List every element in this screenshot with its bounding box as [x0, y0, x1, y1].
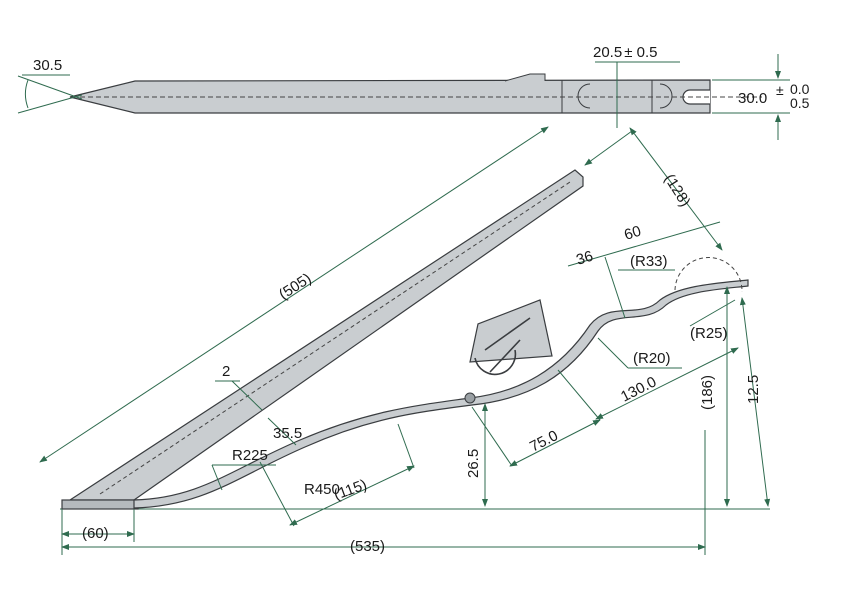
dim-2-leader: [231, 380, 263, 411]
offset-128-dim-diag: [629, 127, 723, 251]
thickness-tol-sign: ±: [776, 82, 784, 98]
top-view: 30.5 20.5± 0.5 30.0 ± 0.0 0.5: [17, 44, 810, 140]
dim-130-label: 130.0: [618, 373, 659, 405]
length-505-label: (505): [276, 270, 315, 303]
r450-label: R450: [304, 481, 340, 498]
r33-arc: [674, 257, 743, 293]
offset-128-dim: [584, 130, 633, 166]
spring-tine: [133, 279, 749, 509]
dim-36-label: 36: [574, 248, 595, 269]
dim-75-ext: [557, 369, 601, 421]
top-view-blade: [69, 79, 711, 114]
height-12-5-label: 12.5: [745, 375, 762, 404]
offset-128-label: (128): [661, 171, 694, 210]
dim-60-line: [567, 221, 721, 267]
dim-75-ext: [471, 406, 513, 467]
thickness-tol-lower: 0.5: [790, 95, 810, 111]
slot-width-label: 20.5± 0.5: [593, 44, 657, 61]
dim-60-label: 60: [622, 223, 643, 244]
dim-35-5-ext: [267, 417, 297, 446]
dim-115-ext: [397, 423, 415, 469]
r225-label: R225: [232, 447, 268, 464]
base-60-label: (60): [82, 525, 109, 542]
r25-label: (R25): [690, 325, 728, 342]
base-535-label: (535): [350, 538, 385, 555]
r225-leader: [211, 464, 223, 491]
r33-label: (R33): [630, 253, 668, 270]
tip-angle-label: 30.5: [33, 57, 62, 74]
tip-angle-arc: [24, 79, 29, 109]
bracket-bolt: [464, 392, 476, 404]
dim-75-line: [509, 419, 601, 467]
top-view-inner-curve: [577, 83, 591, 109]
r20-leader: [597, 337, 629, 369]
top-view-pin: [504, 73, 546, 82]
dim-35-5-label: 35.5: [273, 425, 302, 442]
dim-26-5-label: 26.5: [465, 449, 482, 478]
dim-2-label: 2: [222, 363, 230, 380]
tip-angle-line: [17, 94, 83, 114]
r450-leader: [259, 461, 295, 527]
top-view-inner-curve: [659, 83, 673, 109]
dim-75-label: 75.0: [527, 427, 561, 455]
height-186-label: (186): [699, 375, 716, 410]
thickness-tol-upper: 0.0: [790, 81, 810, 97]
tip-angle-line: [17, 75, 83, 100]
base-plate: [61, 499, 139, 510]
dim-36-ext: [604, 256, 626, 319]
length-505-dim: [39, 126, 549, 463]
height-12-5-dim: [739, 297, 771, 507]
thickness-label: 30.0: [738, 90, 767, 107]
r25-leader: [689, 299, 736, 327]
dim-130-line: [595, 347, 739, 420]
side-view: (505) (128) 60 36 (R33) (R25) (R20) 130.…: [39, 126, 771, 555]
r20-label: (R20): [633, 350, 671, 367]
dim-115-line: [289, 465, 415, 526]
